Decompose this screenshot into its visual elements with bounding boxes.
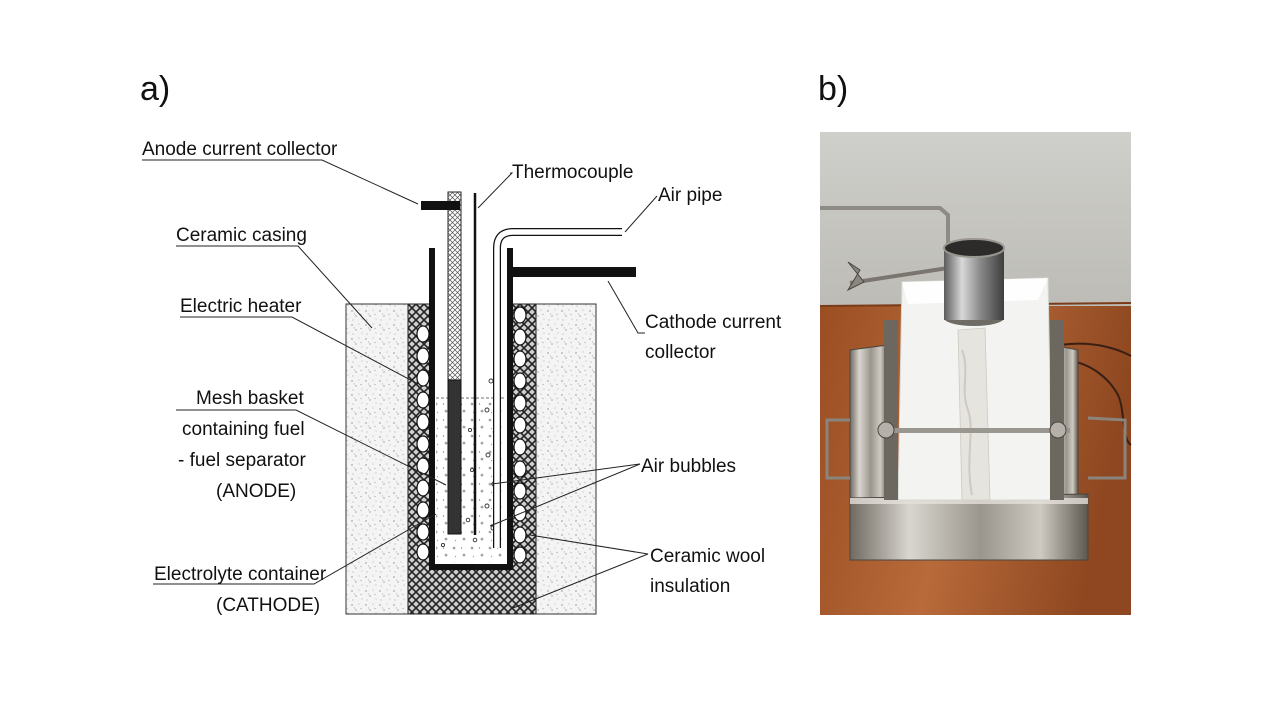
mesh-basket-fuel xyxy=(447,379,462,535)
label-electric-heater: Electric heater xyxy=(180,296,302,317)
label-cathode-current-collector-1: Cathode current xyxy=(645,312,782,333)
label-cathode-current-collector-2: collector xyxy=(645,342,716,363)
cathode-current-collector xyxy=(513,267,636,277)
cylinder-opening xyxy=(943,238,1005,258)
label-electrolyte-container-2: (CATHODE) xyxy=(216,595,320,616)
air-pipe-inner xyxy=(494,229,622,548)
wing-nut xyxy=(846,261,865,292)
label-ceramic-wool-2: insulation xyxy=(650,576,730,597)
label-air-bubbles: Air bubbles xyxy=(641,456,736,477)
label-ceramic-wool-1: Ceramic wool xyxy=(650,546,765,567)
support-right xyxy=(1050,320,1064,500)
cell-schematic xyxy=(345,191,636,615)
label-anode-current-collector: Anode current collector xyxy=(142,139,338,160)
label-ceramic-casing: Ceramic casing xyxy=(176,225,307,246)
threaded-rod xyxy=(880,428,1070,433)
label-electrolyte-container-1: Electrolyte container xyxy=(154,564,327,585)
panel-b-label: b) xyxy=(818,70,848,108)
tray-handle-left xyxy=(825,418,850,480)
label-mesh-basket-3: - fuel separator xyxy=(178,450,306,471)
steel-cylinder xyxy=(944,248,1004,320)
leader-lines xyxy=(142,159,658,609)
mesh-basket-upper xyxy=(447,191,462,383)
label-air-pipe: Air pipe xyxy=(658,185,722,206)
label-mesh-basket-1: Mesh basket xyxy=(196,388,304,409)
cell-photo xyxy=(819,132,1132,615)
support-left xyxy=(884,320,898,500)
label-mesh-basket-2: containing fuel xyxy=(182,419,305,440)
label-thermocouple: Thermocouple xyxy=(512,162,633,183)
label-mesh-basket-4: (ANODE) xyxy=(216,481,296,502)
electric-heater-coils-right xyxy=(513,306,527,564)
anode-current-collector xyxy=(421,201,460,210)
tray-handle-right xyxy=(1087,416,1127,480)
panel-a-label: a) xyxy=(140,70,170,108)
